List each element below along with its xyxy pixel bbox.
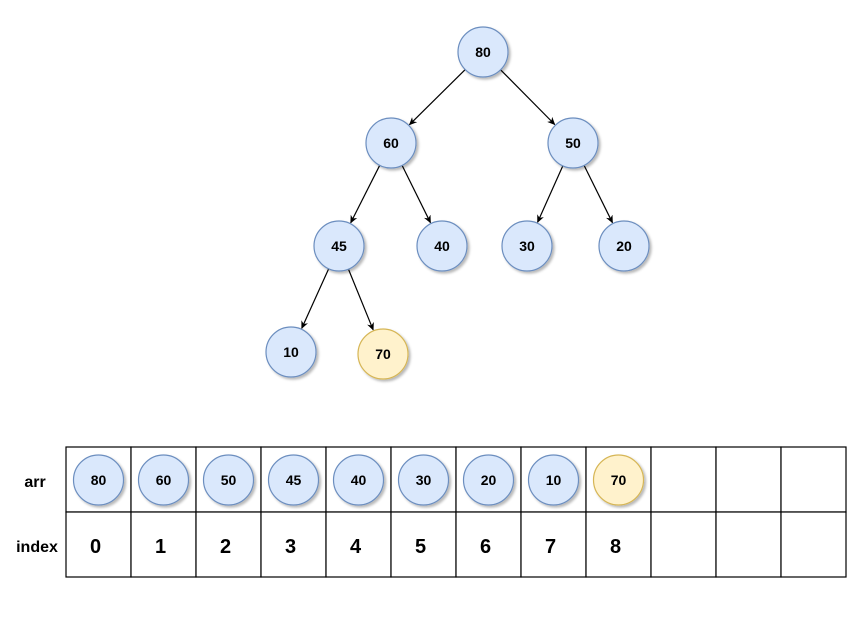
- array-node-10: 10: [527, 454, 580, 506]
- array-node-20-label: 20: [481, 472, 497, 488]
- tree-node-10-circle: [265, 326, 317, 378]
- array-column: [650, 446, 717, 578]
- array-node-30: 30: [397, 454, 450, 506]
- index-cell: [650, 511, 717, 578]
- tree-node-10-label: 10: [283, 344, 299, 360]
- array-cells: 80 0 60 1 50 2 45 3 40 4 30 5 20 6 10 7 70 8: [65, 446, 847, 578]
- arr-cell: [650, 446, 717, 513]
- array-column: [520, 446, 587, 578]
- tree-node-20-label: 20: [616, 238, 632, 254]
- edge-n60-n45: [350, 165, 381, 224]
- index-cell: [520, 511, 587, 578]
- tree-node-30-label: 30: [519, 238, 535, 254]
- array-node-60-label: 60: [156, 472, 172, 488]
- index-cell: [585, 511, 652, 578]
- array-node-10-circle: [527, 454, 580, 506]
- tree-node-45: 45: [313, 220, 365, 272]
- index-cell: [325, 511, 392, 578]
- index-cell: [130, 511, 197, 578]
- index-value: 1: [155, 536, 166, 558]
- tree-node-40: 40: [416, 220, 468, 272]
- array-node-70-circle: [592, 454, 645, 506]
- array-node-10-label: 10: [546, 472, 562, 488]
- index-cell: [390, 511, 457, 578]
- array-node-80-circle: [72, 454, 125, 506]
- array-column: [325, 446, 392, 578]
- tree-edges: [301, 69, 614, 331]
- array-node-40: 40: [332, 454, 385, 506]
- tree-node-50-circle: [547, 117, 599, 169]
- tree-node-80-circle: [457, 26, 509, 78]
- array-node-70-label: 70: [611, 472, 627, 488]
- array-node-45-circle: [267, 454, 320, 506]
- edge-n45-n70: [347, 268, 374, 331]
- array-node-60: 60: [137, 454, 190, 506]
- arr-cell: [780, 446, 847, 513]
- tree-node-70-label: 70: [375, 346, 391, 362]
- index-value: 8: [610, 536, 621, 558]
- tree-node-70: 70: [357, 328, 409, 380]
- array-node-50: 50: [202, 454, 255, 506]
- tree-node-40-label: 40: [434, 238, 450, 254]
- index-value: 0: [90, 536, 101, 558]
- index-value: 3: [285, 536, 296, 558]
- index-cell: [780, 511, 847, 578]
- tree-node-20: 20: [598, 220, 650, 272]
- array-node-80-label: 80: [91, 472, 107, 488]
- index-cell: [260, 511, 327, 578]
- array-node-45: 45: [267, 454, 320, 506]
- array-node-30-circle: [397, 454, 450, 506]
- index-row-label: index: [16, 539, 58, 556]
- edge-n80-n60: [408, 69, 466, 126]
- index-cell: [715, 511, 782, 578]
- tree-node-60-label: 60: [383, 135, 399, 151]
- edge-n80-n50: [500, 69, 556, 126]
- index-value: 2: [220, 536, 231, 558]
- tree-nodes: 80 60 50 45 40 30 20 10 70: [265, 26, 650, 380]
- tree-node-80: 80: [457, 26, 509, 78]
- tree-node-50: 50: [547, 117, 599, 169]
- tree-node-40-circle: [416, 220, 468, 272]
- array-node-50-circle: [202, 454, 255, 506]
- tree-node-60: 60: [365, 117, 417, 169]
- tree-node-45-circle: [313, 220, 365, 272]
- index-value: 4: [350, 536, 362, 558]
- array-node-40-label: 40: [351, 472, 367, 488]
- tree-node-45-label: 45: [331, 238, 347, 254]
- array-node-20-circle: [462, 454, 515, 506]
- tree-node-20-circle: [598, 220, 650, 272]
- array-node-80: 80: [72, 454, 125, 506]
- tree-node-60-circle: [365, 117, 417, 169]
- index-value: 6: [480, 536, 491, 558]
- array-node-50-label: 50: [221, 472, 237, 488]
- array-column: [715, 446, 782, 578]
- tree-node-30: 30: [501, 220, 553, 272]
- edge-n50-n20: [583, 165, 614, 224]
- array-node-30-label: 30: [416, 472, 432, 488]
- edge-n60-n40: [401, 165, 432, 224]
- edge-n50-n30: [537, 165, 564, 223]
- edge-n45-n10: [301, 268, 330, 330]
- array-node-45-label: 45: [286, 472, 302, 488]
- tree-node-70-circle: [357, 328, 409, 380]
- index-value: 5: [415, 536, 426, 558]
- array-column: [780, 446, 847, 578]
- tree-node-50-label: 50: [565, 135, 581, 151]
- array-node-60-circle: [137, 454, 190, 506]
- array-table: arr index 80 0 60 1 50 2 45 3 40 4 30 5 20 6 10 7 70 8: [16, 446, 847, 578]
- arr-cell: [715, 446, 782, 513]
- array-node-20: 20: [462, 454, 515, 506]
- tree-node-10: 10: [265, 326, 317, 378]
- index-cell: [455, 511, 522, 578]
- tree-node-80-label: 80: [475, 44, 491, 60]
- index-cell: [195, 511, 262, 578]
- array-node-70: 70: [592, 454, 645, 506]
- arr-row-label: arr: [24, 474, 45, 491]
- index-value: 7: [545, 536, 556, 558]
- tree-node-30-circle: [501, 220, 553, 272]
- array-node-40-circle: [332, 454, 385, 506]
